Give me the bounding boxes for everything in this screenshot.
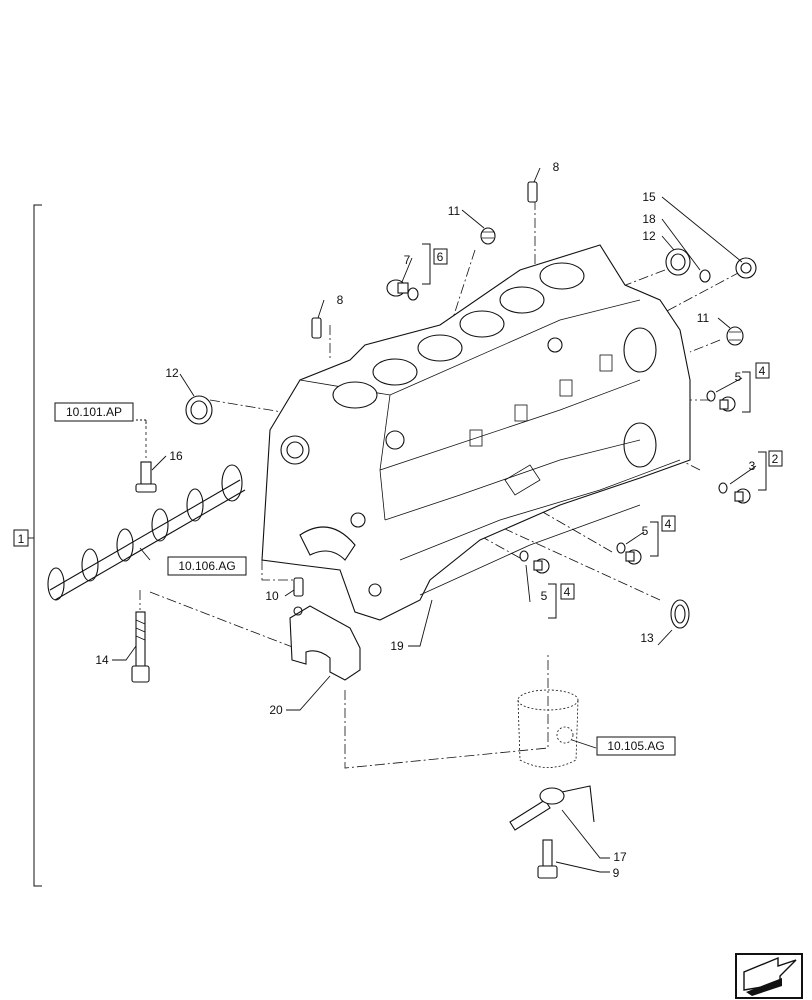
- callout-17: 17: [613, 850, 627, 864]
- part-16-bolt: [135, 420, 157, 493]
- reference-10-106-ag[interactable]: 10.106.AG: [167, 556, 247, 576]
- svg-text:10.106.AG[interactable]: 10.106.AG: [178, 559, 235, 573]
- reference-10-105-ag[interactable]: 10.105.AG: [596, 736, 676, 756]
- svg-text:10.105.AG[interactable]: 10.105.AG: [607, 739, 664, 753]
- callout-9: 9: [613, 866, 620, 880]
- callout-16: 16: [169, 449, 183, 463]
- reference-10-101-ap[interactable]: 10.101.AP: [54, 402, 134, 422]
- callout-11-right: 11: [697, 311, 710, 325]
- callout-4-upper: 4: [759, 364, 766, 378]
- part-5-seal-upper: [706, 390, 736, 412]
- part-17-oil-jet: [509, 785, 595, 831]
- callout-15: 15: [642, 190, 656, 204]
- part-7-plug: [386, 279, 419, 301]
- piston-ghost: [517, 689, 579, 768]
- next-page-arrow-icon[interactable]: [735, 953, 803, 999]
- callout-4-mid: 4: [665, 517, 672, 531]
- camshaft: [47, 464, 246, 601]
- part-9-bolt: [537, 839, 558, 879]
- part-14-bolt: [131, 611, 150, 683]
- callout-5-lower: 5: [541, 589, 548, 603]
- callout-8-upper: 8: [553, 160, 560, 174]
- callout-11-upper: 11: [448, 204, 461, 218]
- part-13-ring: [670, 599, 690, 629]
- part-5-seal-lower: [519, 550, 550, 574]
- callout-1: 1: [18, 532, 25, 546]
- part-3-seal: [718, 482, 751, 504]
- part-20-bearing-cap: [289, 605, 361, 681]
- callout-7: 7: [404, 253, 411, 267]
- part-8-lower-dowel: [311, 317, 322, 339]
- part-11-upper-plug: [480, 227, 496, 245]
- callout-8-lower: 8: [337, 293, 344, 307]
- callout-3: 3: [749, 459, 756, 473]
- callout-19: 19: [390, 639, 404, 653]
- part-12-left-plug: [185, 395, 213, 425]
- callout-14: 14: [95, 653, 109, 667]
- part-10-dowel: [293, 577, 304, 597]
- callout-10: 10: [265, 589, 279, 603]
- callout-18: 18: [642, 212, 656, 226]
- callout-13: 13: [640, 631, 654, 645]
- callout-12-left: 12: [165, 366, 179, 380]
- part-12-upper-plug: [665, 248, 691, 276]
- callout-4-lower: 4: [564, 585, 571, 599]
- callout-20: 20: [269, 703, 283, 717]
- part-15-plug: [735, 257, 757, 279]
- leader-lines: [112, 167, 767, 873]
- part-8-upper-dowel: [527, 181, 538, 203]
- svg-text:10.101.AP[interactable]: 10.101.AP: [66, 405, 122, 419]
- callout-6: 6: [437, 250, 444, 264]
- callout-2: 2: [772, 452, 779, 466]
- part-18-seal: [699, 269, 711, 283]
- part-5-seal-mid: [616, 542, 642, 565]
- callout-5-upper: 5: [735, 370, 742, 384]
- callout-5-mid: 5: [642, 524, 649, 538]
- part-11-right-plug: [726, 326, 744, 346]
- assembly-bracket: 1: [13, 204, 42, 887]
- engine-block: [261, 244, 691, 621]
- callout-12-upper: 12: [642, 229, 656, 243]
